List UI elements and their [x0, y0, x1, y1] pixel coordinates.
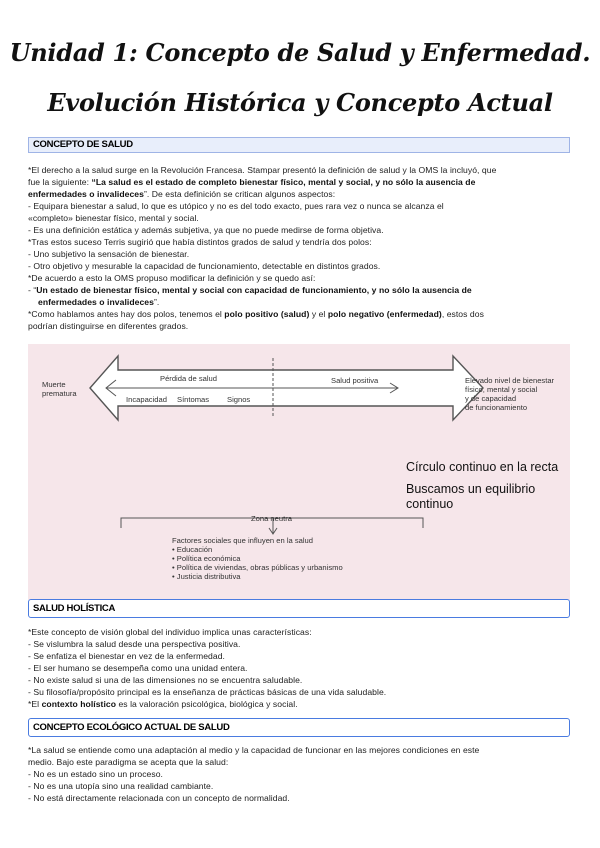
text-line: - “Un estado de bienestar físico, mental… [28, 285, 472, 295]
text-line: - Uno subjetivo la sensación de bienesta… [28, 249, 190, 259]
text-line: fue la siguiente: “La salud es el estado… [28, 177, 476, 187]
incapacity-label: Incapacidad [126, 395, 167, 404]
section-heading-label: CONCEPTO ECOLÓGICO ACTUAL DE SALUD [33, 722, 230, 733]
text-line: *Como hablamos antes hay dos polos, tene… [28, 309, 484, 319]
section-heading-concepto-ecologico: CONCEPTO ECOLÓGICO ACTUAL DE SALUD [28, 718, 570, 737]
signs-label: Signos [227, 395, 251, 404]
factor-item: • Educación [172, 545, 213, 554]
section-heading-label: SALUD HOLÍSTICA [33, 603, 116, 614]
text-line: - No existe salud si una de las dimensio… [28, 675, 303, 685]
page-title: Unidad 1: Concepto de Salud y Enfermedad… [9, 38, 591, 67]
factor-item: • Política de viviendas, obras públicas … [172, 563, 343, 572]
symptoms-label: Síntomas [177, 395, 210, 404]
text-line: - No es una utopía sino una realidad cam… [28, 781, 214, 791]
section-heading-concepto-salud: CONCEPTO DE SALUD [28, 137, 570, 153]
text-line: *El contexto holístico es la valoración … [28, 699, 298, 709]
text-line: - Su filosofía/propósito principal es la… [28, 687, 387, 697]
text-line: - Se enfatiza el bienestar en vez de la … [28, 651, 225, 661]
text-line: *Este concepto de visión global del indi… [28, 627, 312, 637]
text-line: «completo» bienestar físico, mental y so… [28, 213, 199, 223]
text-line: podrían distinguirse en diferentes grado… [28, 321, 189, 331]
text-line: medio. Bajo este paradigma se acepta que… [28, 757, 229, 767]
loss-of-health-label: Pérdida de salud [160, 374, 217, 383]
note-circle-label: Círculo continuo en la recta [406, 460, 559, 474]
social-factors-title: Factores sociales que influyen en la sal… [172, 536, 313, 545]
text-line: - No es un estado sino un proceso. [28, 769, 163, 779]
neutral-zone-label: Zona neutra [251, 514, 292, 523]
page-subtitle: Evolución Histórica y Concepto Actual [47, 88, 553, 117]
text-line: *De acuerdo a esto la OMS propuso modifi… [28, 273, 316, 283]
text-line: - Es una definición estática y además su… [28, 225, 384, 235]
text-line: - Se vislumbra la salud desde una perspe… [28, 639, 241, 649]
factor-item: • Política económica [172, 554, 241, 563]
section-heading-salud-holistica: SALUD HOLÍSTICA [28, 599, 570, 618]
positive-health-label: Salud positiva [331, 376, 379, 385]
text-line: *El derecho a la salud surge en la Revol… [28, 165, 497, 175]
factor-item: • Justicia distributiva [172, 572, 241, 581]
text-line: enfermedades o invalideces”. De esta def… [28, 189, 336, 199]
text-line: *Tras estos suceso Terris sugirió que ha… [28, 237, 372, 247]
text-line: - No está directamente relacionada con u… [28, 793, 290, 803]
text-line: *La salud se entiende como una adaptació… [28, 745, 480, 755]
text-line: - Equipara bienestar a salud, lo que es … [28, 201, 444, 211]
text-line: - Otro objetivo y mesurable la capacidad… [28, 261, 381, 271]
section-heading-label: CONCEPTO DE SALUD [33, 139, 133, 150]
text-line: enfermedades o invalideces”. [38, 297, 160, 307]
text-line: - El ser humano se desempeña como una un… [28, 663, 248, 673]
continuum-arrow-graphic [89, 354, 484, 535]
